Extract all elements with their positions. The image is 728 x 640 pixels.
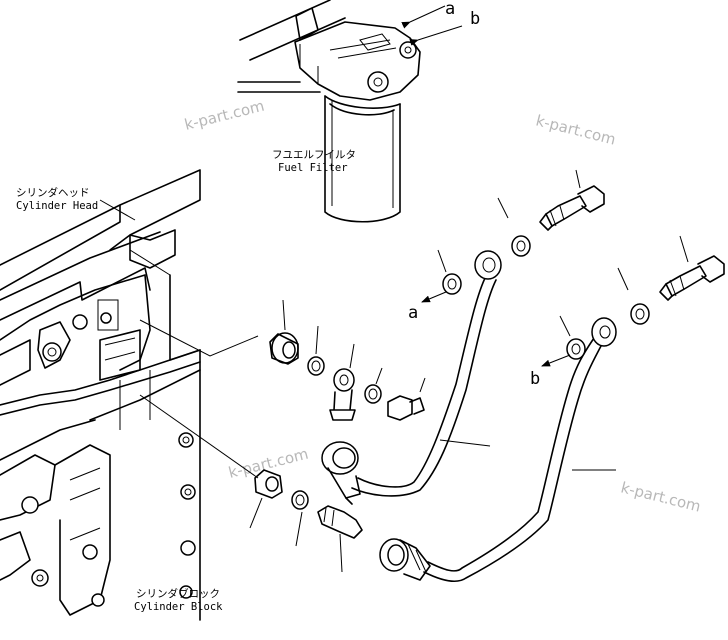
upper-washer-1 (307, 356, 325, 376)
lower-washer (291, 490, 309, 510)
cylinder-head-label-jp: シリンダヘッド (16, 186, 90, 199)
filter-port-a-label: a (445, 0, 455, 19)
fuel-filter-label-en: Fuel Filter (278, 162, 348, 174)
tube-1-banjo-bolt (539, 169, 605, 231)
fuel-tube-1: a (321, 169, 605, 505)
tube-1-port-a-label: a (408, 303, 418, 323)
filter-head-bolt (367, 71, 389, 93)
lower-adapter-group (139, 394, 363, 573)
lower-adapter (254, 469, 283, 499)
tube-1-eye (474, 250, 502, 280)
engine-block (0, 169, 201, 621)
upper-eye-joint (333, 368, 355, 392)
tube-2-port-b-label: b (530, 369, 540, 389)
filter-port-b-label: b (470, 9, 480, 29)
watermark-right: k-part.com (534, 111, 618, 148)
block-port-lower (180, 484, 196, 500)
tube-2-washer-2 (630, 303, 650, 325)
watermark-center: k-part.com (227, 445, 311, 482)
fuel-filter-assembly: a b (237, 0, 480, 223)
block-port-upper (178, 432, 194, 448)
tube-1-washer (442, 273, 462, 295)
cylinder-block-label-jp: シリンダブロック (136, 587, 220, 600)
tube-2-washer (566, 338, 586, 360)
watermark-bottom-right: k-part.com (619, 478, 703, 515)
fuel-filter-label-jp: フユエルフイルタ (272, 149, 356, 161)
tube-2-banjo-bolt (659, 235, 725, 301)
tube-1-washer-2 (511, 235, 531, 257)
upper-adapter-group (139, 299, 426, 421)
fuel-tube-2: b (379, 235, 725, 583)
upper-washer-2 (364, 384, 382, 404)
filter-port-bolt (399, 41, 417, 59)
tube-2-eye (591, 317, 617, 347)
watermark-top: k-part.com (183, 97, 267, 134)
cylinder-head-label-en: Cylinder Head (16, 200, 98, 212)
cylinder-block-label-en: Cylinder Block (134, 601, 223, 613)
upper-banjo-bolt (387, 395, 413, 421)
lower-connector (317, 505, 363, 539)
